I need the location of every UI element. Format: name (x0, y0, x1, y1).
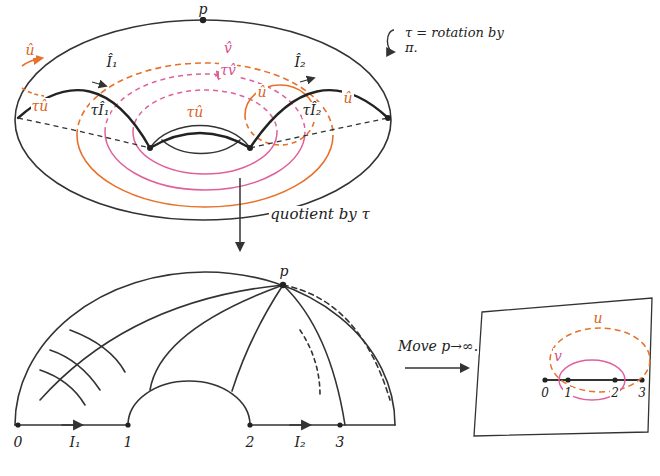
half-torus-stroke (232, 285, 283, 391)
quotient-arrow-stroke (239, 178, 241, 250)
points-stroke (200, 17, 206, 23)
orange-curves-stroke (77, 63, 333, 135)
orange-curves (22, 58, 333, 207)
curve-label: τû (186, 104, 205, 120)
plane (474, 298, 652, 436)
half-torus-stroke (15, 424, 128, 426)
point-label: p (279, 263, 290, 279)
curve-label: v (553, 348, 563, 364)
interval-arrows-stroke (300, 78, 314, 82)
half-torus-stroke (128, 381, 250, 425)
base-points-stroke (247, 422, 252, 427)
curve-label: τv̂ (219, 62, 237, 78)
orange-curves-stroke (77, 135, 333, 207)
equator-stroke (250, 90, 388, 148)
plane-points-stroke (565, 377, 570, 382)
pink-curves (105, 74, 305, 190)
interval-arrows-stroke (92, 82, 106, 86)
move-arrow (405, 367, 468, 369)
rotation-symbol (387, 30, 394, 52)
equator-back (18, 118, 388, 148)
half-torus-stroke (300, 330, 320, 395)
interval-label: I₂ (293, 434, 306, 450)
plane-curves (550, 328, 650, 400)
point-number: 1 (563, 387, 573, 401)
point-number: 2 (245, 434, 256, 450)
note-label: τ = rotation by π. (404, 26, 506, 56)
point-number: 2 (610, 387, 620, 401)
half-torus-stroke (15, 272, 395, 425)
plane-stroke (474, 298, 652, 436)
curve-label: û (256, 84, 267, 100)
equator-back-stroke (250, 118, 388, 148)
point-number: 3 (335, 434, 346, 450)
curve-label: u (592, 310, 603, 326)
base-points-stroke (15, 422, 20, 427)
curve-label: τû (31, 98, 50, 114)
base-points-stroke (280, 282, 286, 288)
interval-label: Î₁ (105, 54, 118, 70)
points-stroke (385, 115, 391, 121)
half-torus-stroke (70, 330, 125, 372)
points-stroke (147, 145, 153, 151)
half-torus-stroke (50, 350, 100, 390)
interval-label: τÎ₂ (302, 102, 323, 118)
arrow-label: quotient by τ (269, 206, 371, 223)
torus-stroke (162, 140, 240, 154)
interval-arrows (92, 78, 314, 86)
base-points-stroke (337, 422, 342, 427)
interval-label: I₁ (68, 434, 81, 450)
points-stroke (247, 145, 253, 151)
plane-points (542, 377, 644, 382)
point-label: p (198, 1, 209, 17)
interval-label: Î₂ (293, 54, 306, 70)
rotation-symbol-stroke (387, 30, 394, 52)
orange-curves-stroke (22, 58, 42, 66)
half-torus-stroke (250, 424, 395, 426)
pink-curves-stroke (105, 132, 305, 190)
point-number: 3 (637, 387, 647, 401)
curve-label: û (342, 90, 353, 106)
plane-curves-stroke (559, 360, 625, 400)
curve-label: û (24, 42, 35, 58)
quotient-arrow (239, 178, 241, 250)
pink-curves-stroke (133, 90, 277, 132)
half-torus (15, 272, 395, 425)
plane-points-stroke (542, 377, 547, 382)
base-points-stroke (125, 422, 130, 427)
plane-points-stroke (612, 377, 617, 382)
curve-label: v̂ (223, 40, 233, 56)
equator-stroke (150, 133, 250, 148)
orange-curves-stroke (22, 88, 44, 96)
point-number: 1 (123, 434, 134, 450)
base-points (15, 282, 342, 428)
torus (15, 20, 391, 220)
point-number: 0 (540, 387, 550, 401)
point-number: 0 (13, 434, 24, 450)
move-arrow-stroke (405, 367, 468, 369)
half-torus-stroke (40, 285, 283, 400)
equator (18, 90, 388, 148)
half-torus-stroke (290, 424, 310, 426)
half-torus-stroke (62, 424, 82, 426)
equator-stroke (18, 90, 150, 148)
half-torus-stroke (40, 370, 85, 405)
interval-label: τÎ₁ (90, 102, 111, 118)
points (147, 17, 391, 151)
half-torus-stroke (283, 285, 390, 400)
half-torus-stroke (283, 285, 345, 425)
equator-back-stroke (18, 118, 150, 148)
note-label: Move p→∞. (397, 338, 479, 354)
torus-stroke (15, 20, 391, 220)
half-torus-stroke (150, 285, 283, 390)
